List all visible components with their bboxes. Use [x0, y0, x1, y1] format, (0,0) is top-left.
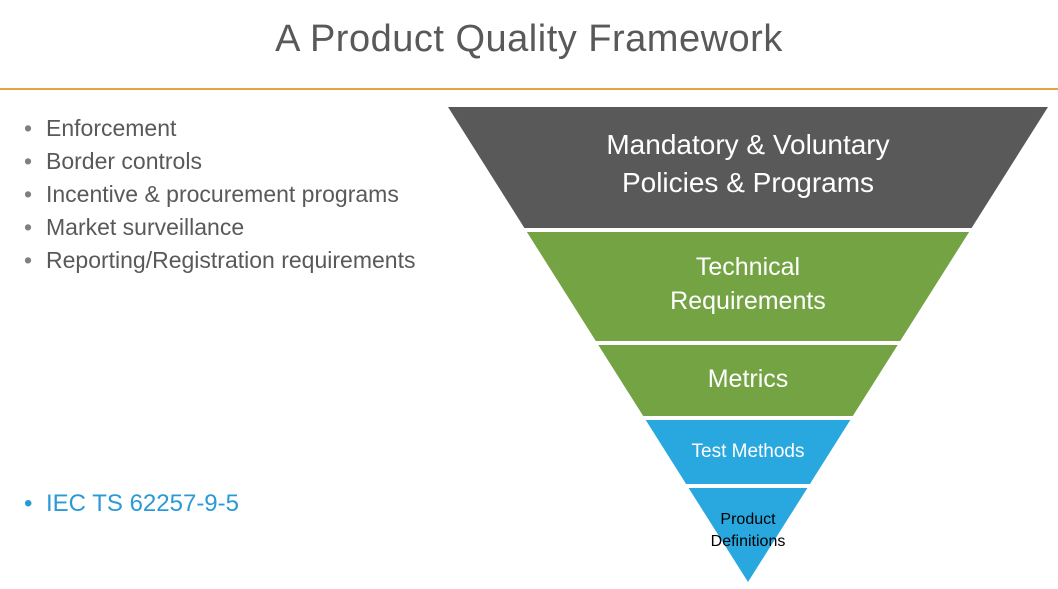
pyramid-layer-test-methods [645, 420, 851, 484]
bullet-item: Enforcement [20, 112, 490, 145]
pyramid-layer-mandatory-voluntary-policies [448, 107, 1048, 228]
pyramid-layer-product-definitions [688, 488, 808, 582]
bullet-item: Incentive & procurement programs [20, 178, 490, 211]
pyramid-label-test-methods: Test Methods [691, 441, 805, 462]
pyramid-label-technical-requirements: Technical Requirements [670, 253, 826, 315]
pyramid-layer-metrics [598, 345, 898, 416]
pyramid-label-product-definitions: Product Definitions [710, 511, 786, 550]
pyramid-label-metrics: Metrics [707, 365, 789, 393]
pyramid-layer-technical-requirements [526, 232, 970, 341]
policy-bullet-list: Enforcement Border controls Incentive & … [20, 112, 490, 277]
iec-reference: IEC TS 62257-9-5 [20, 490, 239, 518]
bullet-item: Reporting/Registration requirements [20, 244, 490, 277]
bullet-item: Market surveillance [20, 211, 490, 244]
accent-divider [0, 88, 1058, 90]
pyramid-label-mandatory-voluntary-policies: Mandatory & Voluntary Policies & Program… [606, 129, 890, 198]
slide-title: A Product Quality Framework [275, 18, 783, 60]
bullet-item: Border controls [20, 145, 490, 178]
